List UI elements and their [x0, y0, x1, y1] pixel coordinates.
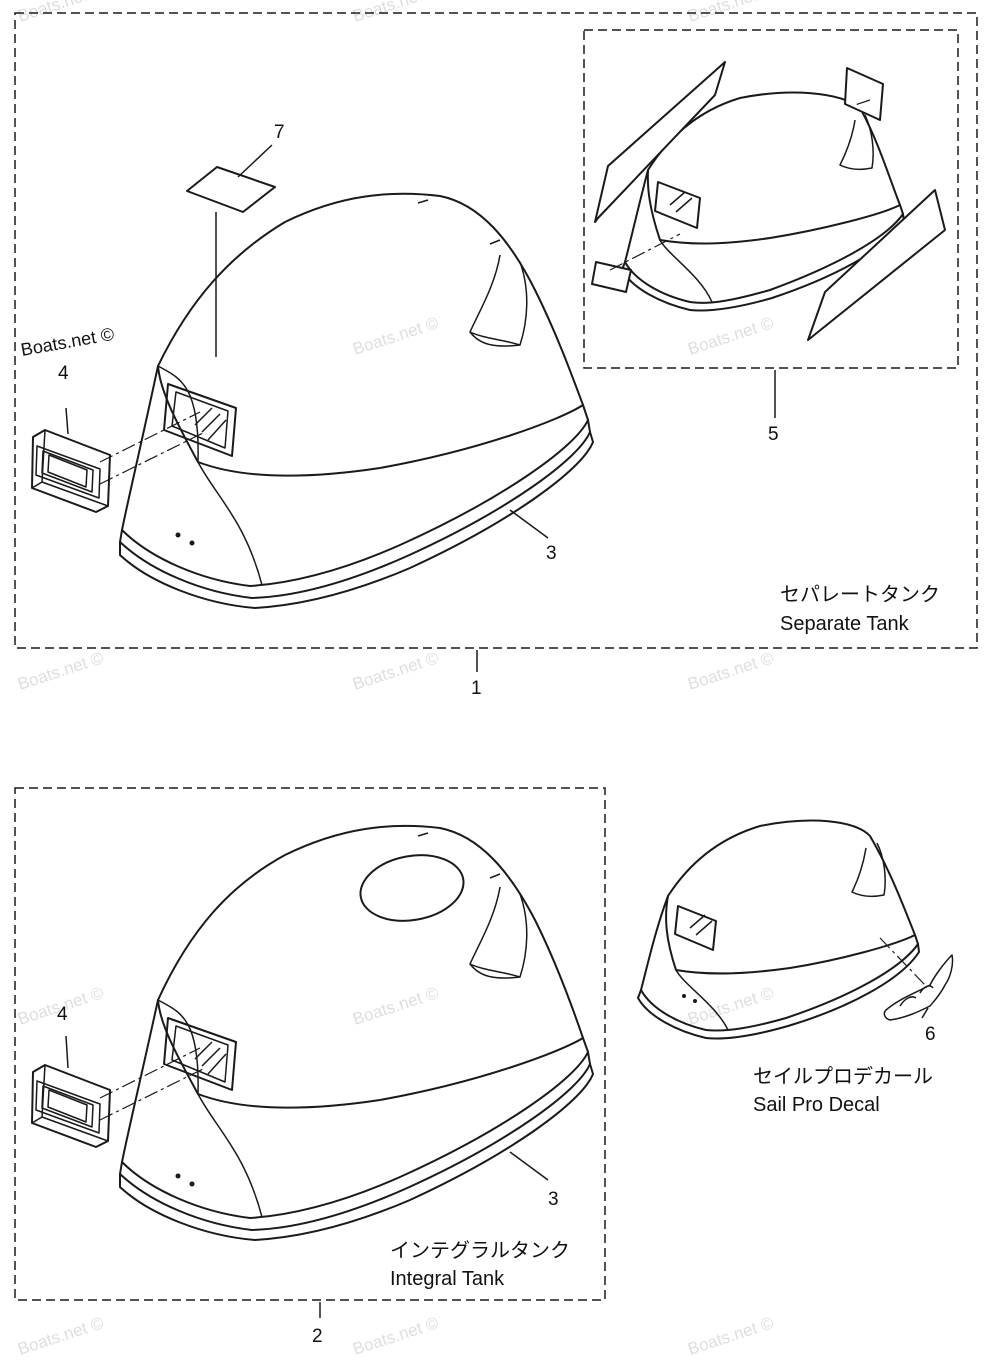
caption-separate-en: Separate Tank — [780, 613, 910, 635]
callout-3-top: 3 — [546, 543, 557, 564]
leader-4-bottom — [99, 1047, 201, 1099]
callout-6: 6 — [925, 1024, 936, 1045]
callout-7: 7 — [274, 122, 285, 143]
watermark-text: Boats.net © — [685, 1313, 776, 1359]
assembly-2-boundary — [14, 787, 606, 1301]
leader-4-top — [99, 411, 201, 463]
callout-2: 2 — [312, 1326, 323, 1347]
caption-integral-en: Integral Tank — [390, 1268, 505, 1290]
top-decal-part-7 — [186, 166, 276, 213]
separate-decal-left — [594, 61, 726, 223]
integral-filler-opening — [359, 854, 465, 922]
leader-4b — [65, 1035, 69, 1069]
caption-sailpro-jp: セイルプロデカール — [753, 1065, 933, 1088]
leader-6 — [921, 1007, 929, 1019]
leader-4a — [65, 407, 69, 435]
sail-pro-cowl — [637, 819, 920, 1040]
separate-leader-b — [854, 99, 871, 106]
callout-5: 5 — [768, 424, 779, 445]
leader-7-label — [237, 144, 273, 178]
watermark-text: Boats.net © — [685, 648, 776, 694]
caption-sailpro-en: Sail Pro Decal — [753, 1094, 880, 1116]
integral-vent-grommet-part-4 — [31, 1064, 111, 1148]
leader-3a — [509, 509, 549, 539]
watermark-text: Boats.net © — [15, 1313, 106, 1359]
watermark-text: Boats.net © — [350, 648, 441, 694]
leader-3b — [509, 1151, 549, 1181]
separate-decal-tag — [591, 261, 632, 293]
caption-integral-jp: インテグラルタンク — [390, 1239, 570, 1262]
watermark-text: Boats.net © — [350, 983, 441, 1029]
separate-decal-right — [807, 189, 946, 341]
top-cowl-part-3 — [119, 192, 594, 609]
integral-cowl-part-3 — [119, 824, 594, 1241]
separate-leader — [609, 233, 681, 271]
watermark-text: Boats.net © — [15, 648, 106, 694]
integral-cowl-vent-opening — [163, 1017, 237, 1091]
watermark-text: Boats.net © — [350, 1313, 441, 1359]
separate-tank-inset-boundary — [583, 29, 959, 369]
leader-4-top-b — [99, 431, 206, 485]
top-cowl-vent-opening — [163, 383, 237, 457]
leader-6-dash — [879, 937, 926, 986]
sail-pro-decal-script — [899, 985, 934, 1007]
watermark-primary: Boats.net © — [19, 324, 115, 360]
separate-decal-small — [844, 67, 884, 121]
callout-1: 1 — [471, 678, 482, 699]
watermark-text: Boats.net © — [685, 313, 776, 359]
caption-separate-jp: セパレートタンク — [780, 583, 940, 606]
callout-3-bottom: 3 — [548, 1189, 559, 1210]
leader-4-bottom-b — [99, 1067, 206, 1121]
watermark-layer: Boats.net © Boats.net © Boats.net © Boat… — [15, 0, 776, 1359]
assembly-1-boundary — [14, 12, 978, 649]
watermark-text: Boats.net © — [685, 983, 776, 1029]
sail-pro-decal-part-6 — [883, 954, 954, 1021]
watermark-text: Boats.net © — [350, 313, 441, 359]
top-vent-grommet-part-4 — [31, 429, 111, 513]
callout-4-bottom: 4 — [57, 1004, 68, 1025]
callout-4-top: 4 — [58, 363, 69, 384]
